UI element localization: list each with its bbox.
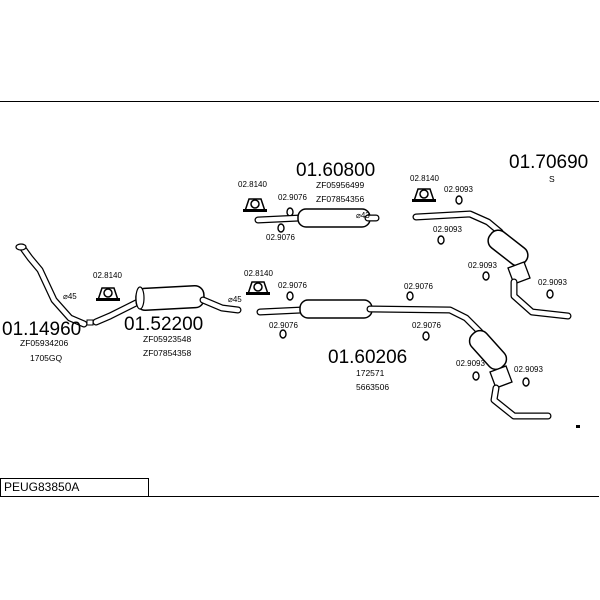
clamp-label-front: 02.8140 [93, 271, 122, 280]
ring-label-rear-upper-3: 02.9093 [468, 261, 497, 270]
middle-silencer-ref-1: ZF05923548 [143, 334, 191, 344]
front-pipe-ref-1: ZF05934206 [20, 338, 68, 348]
ring-icon [437, 235, 445, 245]
clamp-label-upper: 02.8140 [238, 180, 267, 189]
front-pipe-ref-2: 1705GQ [30, 353, 63, 363]
ring-label-lower-2: 02.9076 [269, 321, 298, 330]
mid-silencer-upper-drawing [254, 208, 380, 228]
ring-label-lower-6: 02.9093 [514, 365, 543, 374]
middle-silencer-angle: ⌀45 [228, 295, 242, 304]
ring-icon [422, 331, 430, 341]
middle-silencer-number: 01.52200 [124, 314, 203, 335]
ring-icon [406, 291, 414, 301]
clamp-label-rear-upper: 02.8140 [410, 174, 439, 183]
mid-silencer-upper-ref-2: ZF07854356 [316, 194, 364, 204]
ring-label-lower-4: 02.9076 [412, 321, 441, 330]
ring-label-lower-1: 02.9076 [278, 281, 307, 290]
middle-silencer-drawing [92, 284, 242, 326]
mid-silencer-lower-ref-1: 172571 [356, 368, 385, 378]
ring-icon [482, 271, 490, 281]
front-pipe-drawing [15, 243, 94, 328]
ring-icon [279, 329, 287, 339]
rear-silencer-upper-drawing [412, 210, 572, 320]
ring-icon [455, 195, 463, 205]
mid-silencer-upper-angle: ⌀43 [356, 211, 370, 220]
ring-label-upper-2: 02.9076 [266, 233, 295, 242]
corner-mark [576, 425, 580, 428]
rear-silencer-upper-number: 01.70690 [509, 152, 588, 173]
middle-silencer-ref-2: ZF07854358 [143, 348, 191, 358]
ring-icon [286, 207, 294, 217]
mid-silencer-lower-drawing [256, 299, 552, 420]
clamp-label-lower: 02.8140 [244, 269, 273, 278]
ring-icon [546, 289, 554, 299]
ring-label-lower-3: 02.9076 [404, 282, 433, 291]
clamp-icon [243, 198, 267, 212]
diagram-frame [0, 101, 599, 497]
clamp-icon [96, 287, 120, 301]
front-pipe-angle: ⌀45 [63, 292, 77, 301]
ring-label-rear-upper-4: 02.9093 [538, 278, 567, 287]
mid-silencer-upper-number: 01.60800 [296, 160, 375, 181]
rear-silencer-upper-suffix: S [549, 174, 555, 184]
clamp-icon [412, 188, 436, 202]
mid-silencer-lower-ref-2: 5663506 [356, 382, 389, 392]
diagram-id-box: PEUG83850A [0, 478, 149, 497]
mid-silencer-upper-ref-1: ZF05956499 [316, 180, 364, 190]
ring-icon [277, 223, 285, 233]
ring-label-lower-5: 02.9093 [456, 359, 485, 368]
ring-label-rear-upper-1: 02.9093 [444, 185, 473, 194]
ring-label-rear-upper-2: 02.9093 [433, 225, 462, 234]
ring-icon [286, 291, 294, 301]
front-pipe-number: 01.14960 [2, 319, 81, 340]
clamp-icon [246, 281, 270, 295]
ring-icon [472, 371, 480, 381]
mid-silencer-lower-number: 01.60206 [328, 347, 407, 368]
ring-label-upper-1: 02.9076 [278, 193, 307, 202]
ring-icon [522, 377, 530, 387]
